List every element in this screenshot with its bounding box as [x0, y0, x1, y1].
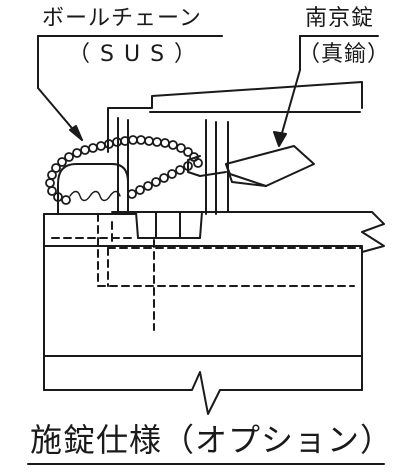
- housing-upper: [107, 81, 385, 253]
- chain-label: ボールチェーン: [42, 6, 202, 31]
- padlock-label: 南京錠: [305, 6, 375, 31]
- padlock-shape: [187, 145, 315, 187]
- chain-material-label: （SUS）: [68, 42, 207, 67]
- wire-coil: [69, 190, 121, 202]
- chain-leader: [37, 35, 223, 141]
- caption: 施錠仕様（オプション）: [30, 421, 394, 459]
- knob: [57, 163, 129, 215]
- lock-leader: [273, 35, 379, 147]
- padlock-material-label: （真鍮）: [298, 42, 391, 67]
- hidden-lines: [51, 213, 363, 331]
- ball-chain: [45, 135, 203, 205]
- housing-lower: [43, 213, 363, 415]
- hex-nut: [135, 211, 203, 239]
